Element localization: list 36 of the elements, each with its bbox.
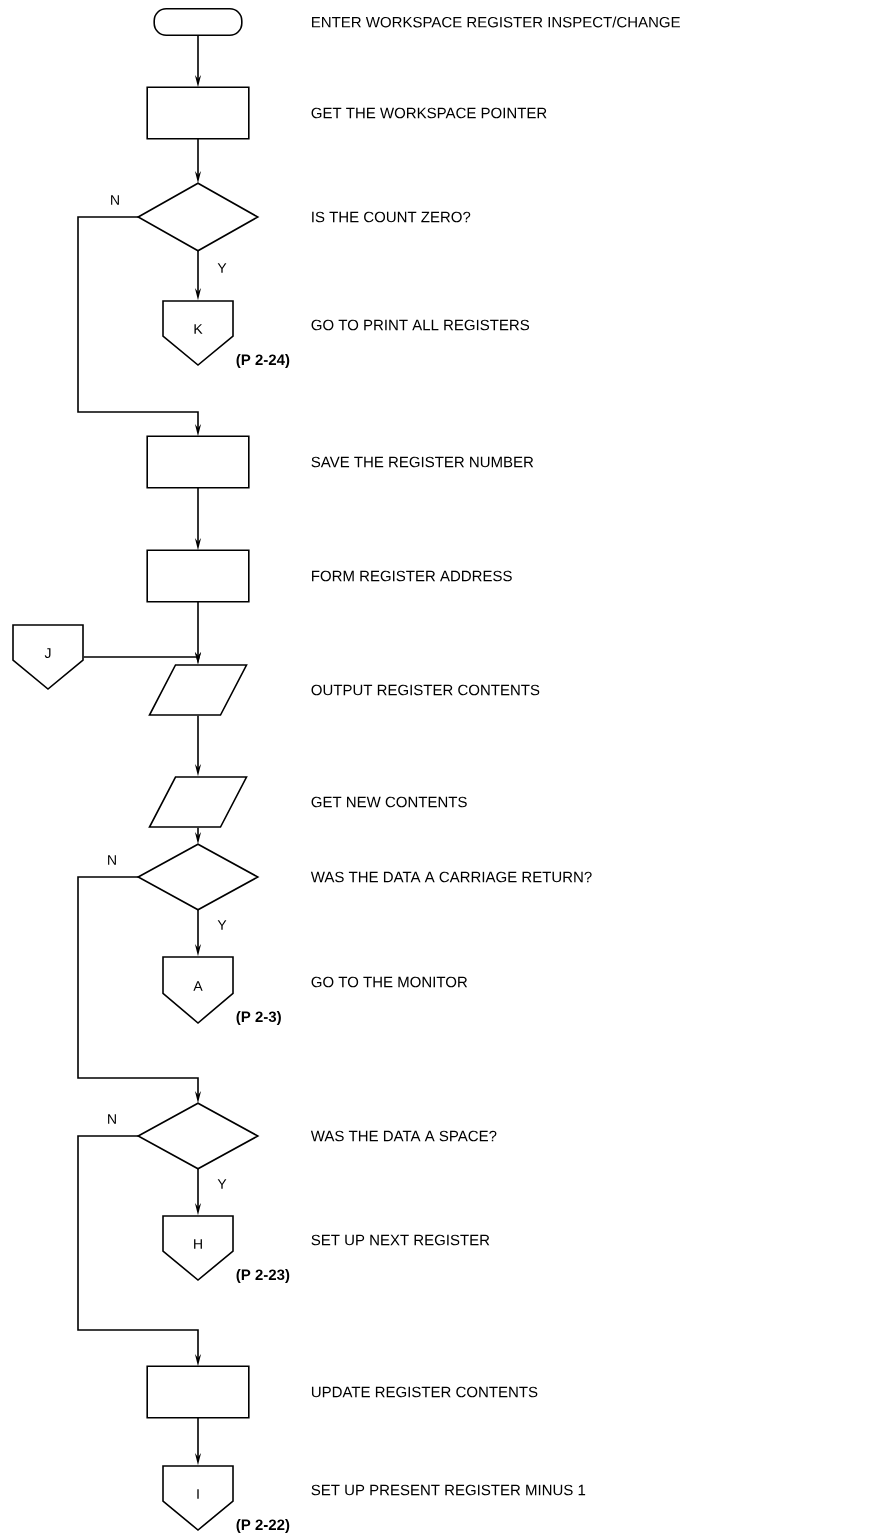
edge-label: Y <box>216 262 228 274</box>
offpage-connector: J <box>12 624 84 691</box>
io-parallelogram <box>148 776 248 828</box>
process-box <box>146 549 250 603</box>
step-description: GET NEW CONTENTS <box>311 796 467 808</box>
page-reference: (P 2-23) <box>236 1269 290 1283</box>
step-description: WAS THE DATA A CARRIAGE RETURN? <box>310 871 592 883</box>
offpage-connector: H <box>162 1215 234 1282</box>
process-box <box>146 435 250 489</box>
offpage-connector: A <box>162 956 234 1025</box>
step-description: IS THE COUNT ZERO? <box>312 211 471 223</box>
step-description: SET UP NEXT REGISTER <box>311 1234 490 1246</box>
step-description: GET THE WORKSPACE POINTER <box>311 107 547 119</box>
process-box <box>146 1365 250 1419</box>
edge-label: Y <box>216 1178 228 1190</box>
step-description: GO TO THE MONITOR <box>311 976 468 988</box>
page-reference: (P 2-3) <box>236 1011 281 1025</box>
step-description: FORM REGISTER ADDRESS <box>312 570 512 582</box>
step-description: SET UP PRESENT REGISTER MINUS 1 <box>311 1484 586 1496</box>
step-description: SAVE THE REGISTER NUMBER <box>311 456 534 468</box>
terminal-shape <box>153 7 243 37</box>
edge-label: N <box>105 854 119 866</box>
step-description: UPDATE REGISTER CONTENTS <box>311 1386 538 1398</box>
step-description: GO TO PRINT ALL REGISTERS <box>311 319 530 331</box>
step-description: WAS THE DATA A SPACE? <box>310 1130 497 1142</box>
process-box <box>146 86 250 140</box>
edge-label: Y <box>216 919 228 931</box>
step-description: ENTER WORKSPACE REGISTER INSPECT/CHANGE <box>312 16 680 28</box>
offpage-connector: K <box>162 300 234 367</box>
page-reference: (P 2-22) <box>236 1519 290 1533</box>
step-description: OUTPUT REGISTER CONTENTS <box>311 684 540 696</box>
offpage-connector: I <box>162 1465 234 1532</box>
edge-label: N <box>105 1113 119 1125</box>
page-reference: (P 2-24) <box>236 354 290 368</box>
io-parallelogram <box>148 664 248 716</box>
edge-label: N <box>108 194 122 206</box>
